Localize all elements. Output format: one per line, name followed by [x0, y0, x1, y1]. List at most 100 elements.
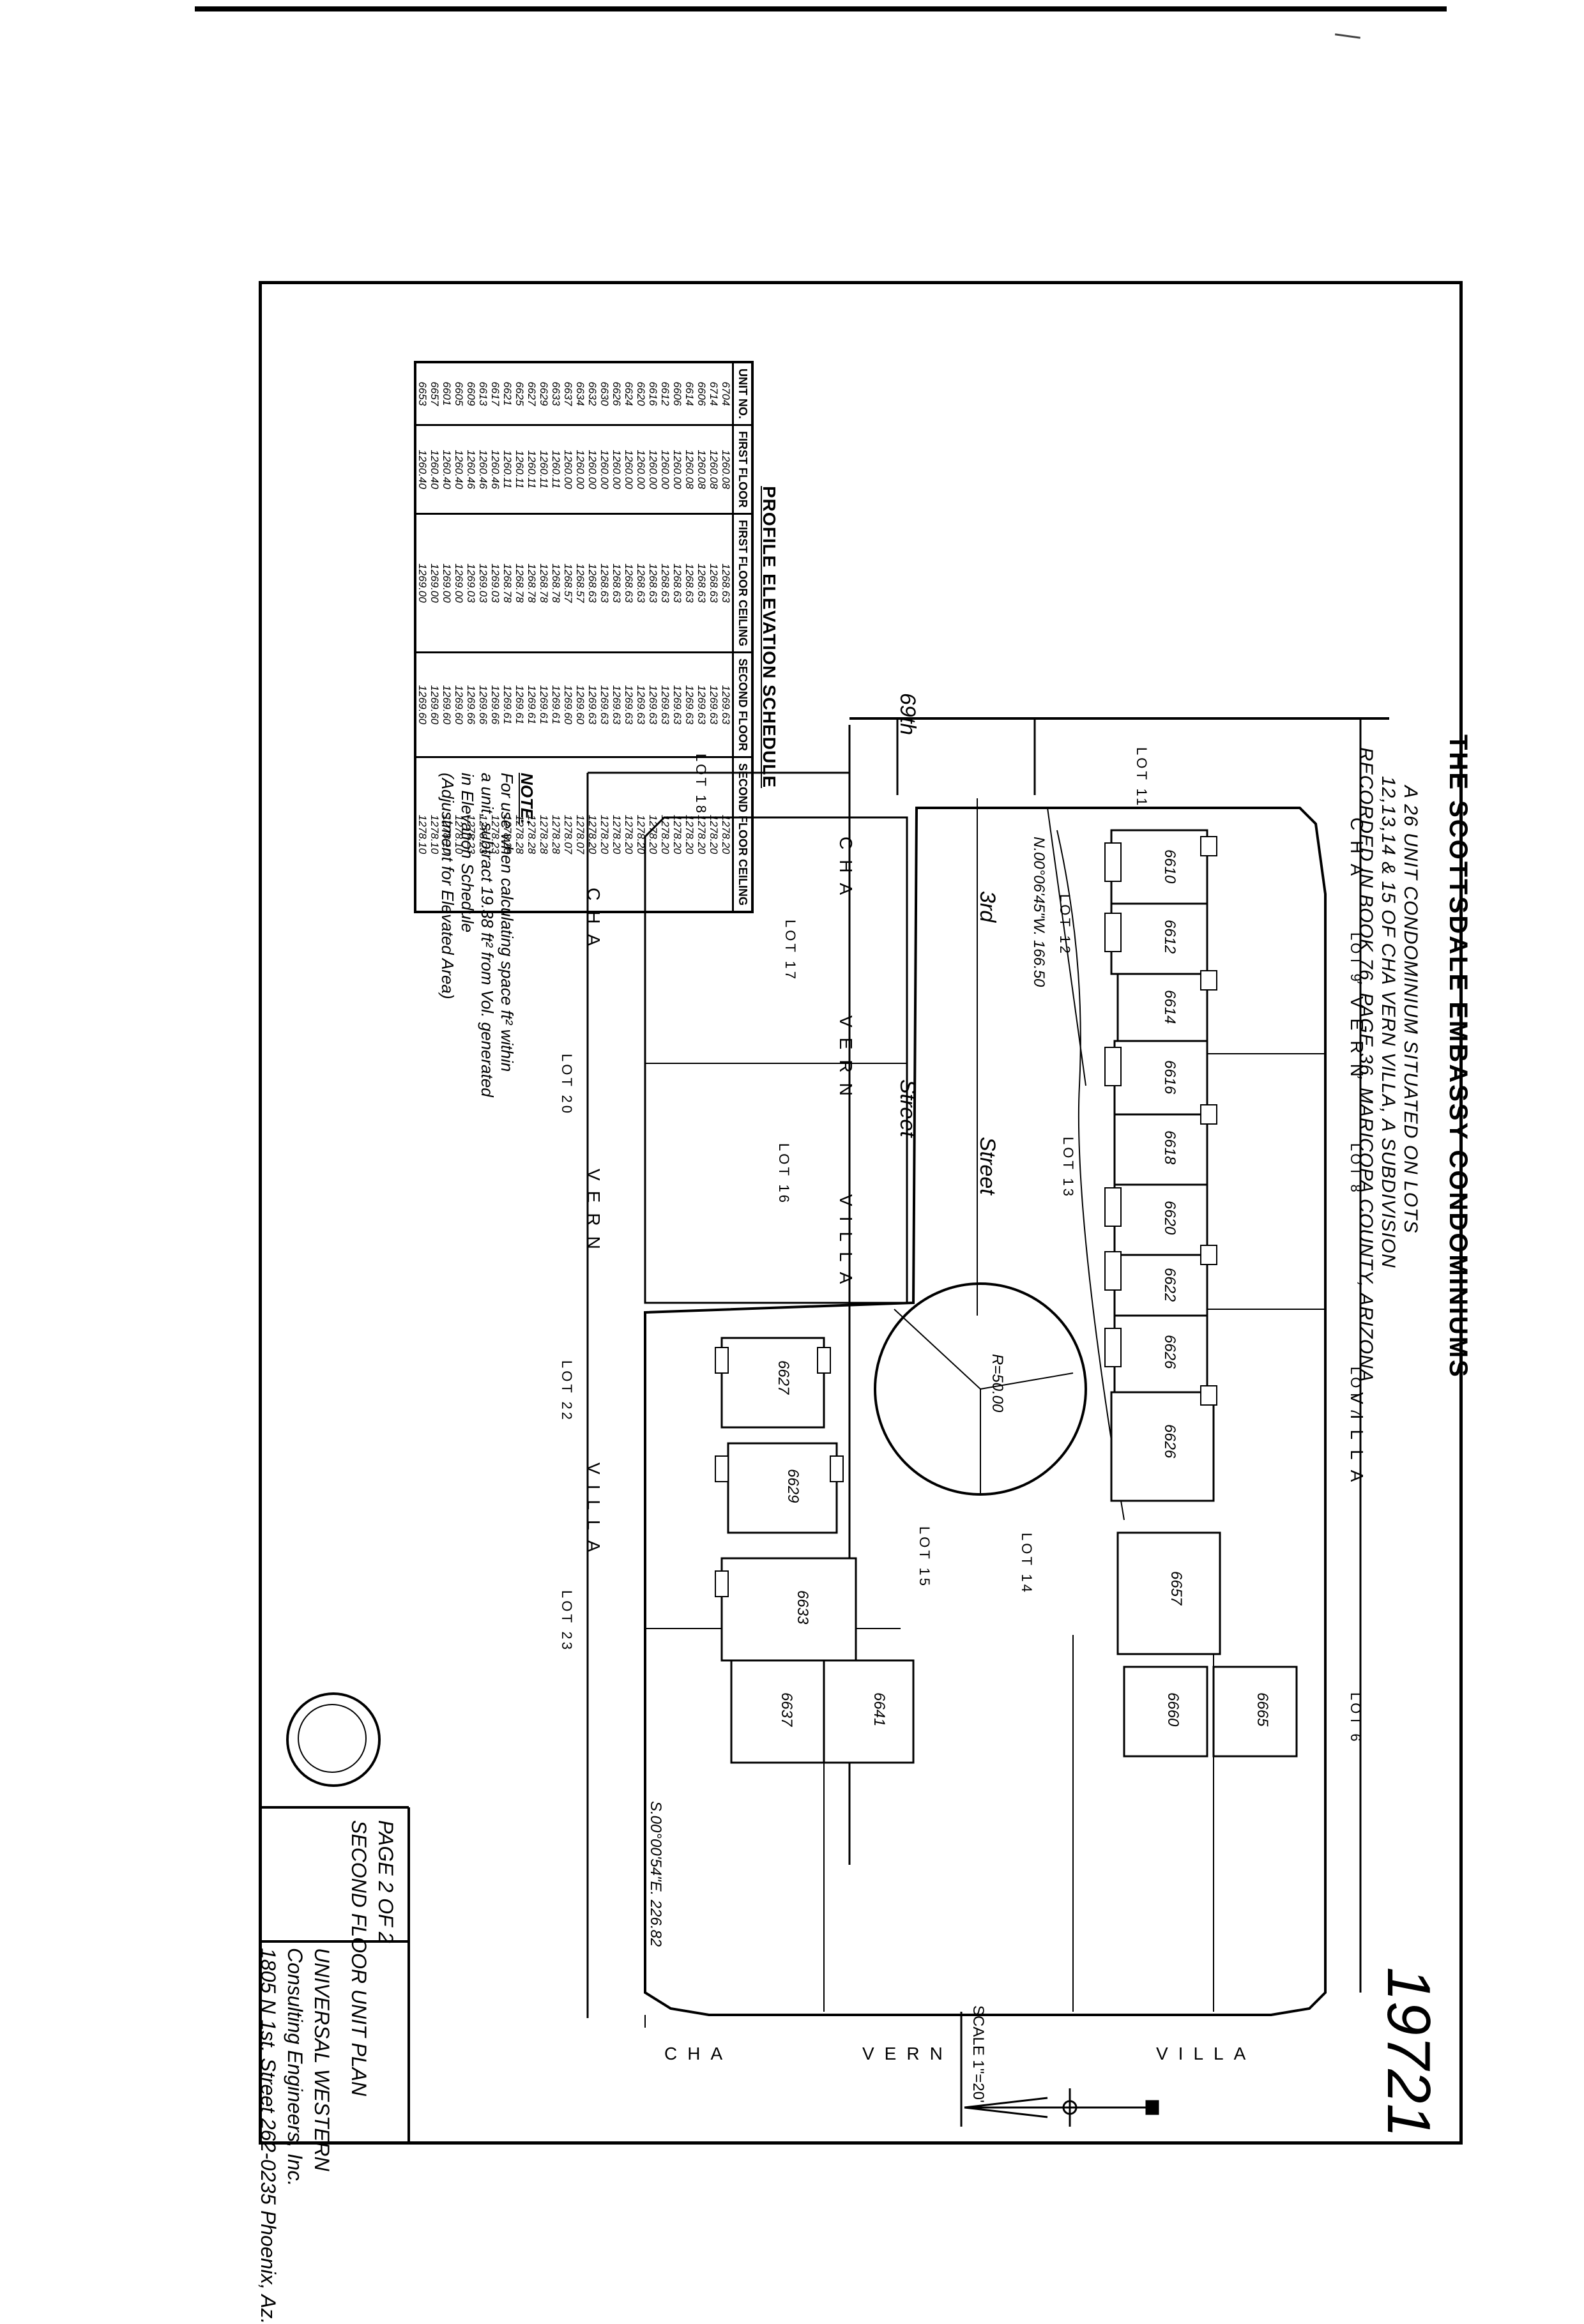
schedule-cell: 1269.60 — [429, 652, 441, 757]
unit-label: 6626 — [1161, 1424, 1178, 1459]
schedule-cell: 1260.00 — [598, 425, 611, 514]
schedule-cell: 1278.20 — [720, 757, 733, 913]
schedule-cell: 1269.03 — [465, 513, 477, 653]
schedule-cell: 1260.08 — [720, 425, 733, 514]
schedule-cell: 1278.28 — [550, 757, 562, 913]
header-first-floor: FIRST FLOOR — [733, 425, 752, 514]
schedule-title: PROFILE ELEVATION SCHEDULE — [759, 486, 779, 789]
schedule-cell: 1260.08 — [683, 425, 696, 514]
schedule-cell: 1269.61 — [514, 652, 526, 757]
note-heading: NOTE: — [517, 773, 537, 824]
subtitle-line-1: A 26 UNIT CONDOMINIUM SITUATED ON LOTS — [1400, 786, 1421, 1234]
schedule-cell: 1268.63 — [586, 513, 598, 653]
schedule-cell: 6630 — [598, 362, 611, 425]
frontage-dimension: N.00°06'45"W. 166.50 — [1030, 837, 1047, 987]
schedule-cell: 6657 — [429, 362, 441, 425]
schedule-cell: 1260.08 — [696, 425, 708, 514]
lot-9-label: LOT 9 — [1348, 932, 1364, 984]
schedule-cell: 1260.46 — [465, 425, 477, 514]
note-line-4: (Adjustment for Elevated Area) — [438, 773, 457, 999]
engineer-name: UNIVERSAL WESTERN — [310, 1948, 333, 2171]
schedule-cell: 1269.63 — [683, 652, 696, 757]
vern-label-bottom: VERN — [862, 2044, 953, 2063]
schedule-cell: 6627 — [526, 362, 538, 425]
top-border-line — [195, 6, 1447, 11]
drawing-frame — [259, 281, 1463, 2145]
schedule-cell: 1269.60 — [441, 652, 453, 757]
schedule-cell: 1260.46 — [489, 425, 501, 514]
header-first-floor-ceiling: FIRST FLOOR CEILING — [733, 513, 752, 653]
schedule-cell: 1269.61 — [538, 652, 550, 757]
schedule-cell: 1268.78 — [526, 513, 538, 653]
schedule-cell: 1268.57 — [562, 513, 574, 653]
lot-22-label: LOT 22 — [559, 1360, 575, 1422]
schedule-cell: 1269.60 — [574, 652, 586, 757]
schedule-cell: 1260.00 — [647, 425, 659, 514]
schedule-cell: 6601 — [441, 362, 453, 425]
schedule-cell: 6605 — [453, 362, 465, 425]
schedule-cell: 1260.11 — [514, 425, 526, 514]
north-arrow — [964, 2088, 1159, 2127]
schedule-cell: 1260.40 — [453, 425, 465, 514]
note-block: NOTE: For use when calculating space ft²… — [438, 773, 537, 1097]
schedule-cell: 1268.78 — [538, 513, 550, 653]
schedule-cell: 1278.20 — [659, 757, 671, 913]
schedule-cell: 6626 — [611, 362, 623, 425]
schedule-cell: 1260.00 — [671, 425, 683, 514]
unit-label: 6616 — [1161, 1060, 1178, 1095]
schedule-cell: 1269.66 — [477, 652, 489, 757]
vern-label-south: VERN — [584, 1169, 604, 1259]
schedule-header-row: UNIT NO. FIRST FLOOR FIRST FLOOR CEILING… — [733, 362, 752, 913]
subtitle-line-2: 12,13,14 & 15 OF CHA VERN VILLA, A SUBDI… — [1378, 776, 1399, 1268]
unit-label: 6657 — [1168, 1571, 1185, 1606]
schedule-cell: 1268.78 — [550, 513, 562, 653]
schedule-cell: 6629 — [538, 362, 550, 425]
vern-label-center: VERN — [836, 1015, 856, 1106]
schedule-cell: 1268.63 — [623, 513, 635, 653]
bottom-dimension: S.00°00'54"E. 226.82 — [647, 1801, 664, 1947]
schedule-cell: 1278.28 — [538, 757, 550, 913]
unit-label: 6629 — [784, 1469, 802, 1503]
villa-label-bottom: VILLA — [1156, 2044, 1256, 2063]
schedule-cell: 1268.63 — [683, 513, 696, 653]
schedule-cell: 1260.11 — [550, 425, 562, 514]
schedule-cell: 1260.11 — [526, 425, 538, 514]
lot-11-label: LOT 11 — [1134, 747, 1150, 809]
schedule-cell: 6632 — [586, 362, 598, 425]
lot-20-label: LOT 20 — [559, 1054, 575, 1116]
engineer-seal-icon — [286, 1692, 381, 1787]
schedule-cell: 6609 — [465, 362, 477, 425]
schedule-cell: 1268.63 — [671, 513, 683, 653]
schedule-cell: 1260.00 — [635, 425, 647, 514]
lot-6-label: LOT 6 — [1348, 1692, 1364, 1744]
cha-label-center: CHA — [836, 837, 856, 906]
schedule-cell: 1268.63 — [708, 513, 720, 653]
schedule-cell: 1269.63 — [720, 652, 733, 757]
schedule-cell: 1260.08 — [708, 425, 720, 514]
schedule-cell: 6653 — [415, 362, 429, 425]
schedule-cell: 6624 — [623, 362, 635, 425]
lot-14-label: LOT 14 — [1019, 1533, 1035, 1595]
note-line-1: For use when calculating space ft² withi… — [498, 773, 517, 1072]
schedule-cell: 1268.63 — [598, 513, 611, 653]
schedule-cell: 1260.40 — [429, 425, 441, 514]
schedule-cell: 1269.63 — [659, 652, 671, 757]
schedule-cell: 1268.63 — [696, 513, 708, 653]
schedule-cell: 6613 — [477, 362, 489, 425]
lot-17-label: LOT 17 — [782, 920, 798, 982]
schedule-cell: 1269.00 — [415, 513, 429, 653]
schedule-cell: 1269.60 — [562, 652, 574, 757]
schedule-cell: 6620 — [635, 362, 647, 425]
schedule-cell: 6616 — [647, 362, 659, 425]
engineer-company: Consulting Engineers, Inc. — [284, 1948, 307, 2187]
street-3rd-word: Street — [975, 1137, 1000, 1195]
unit-label: 6622 — [1161, 1268, 1178, 1302]
unit-label: 6610 — [1161, 849, 1178, 884]
schedule-cell: 1278.07 — [562, 757, 574, 913]
villa-label-north: VILLA — [1347, 1392, 1367, 1492]
